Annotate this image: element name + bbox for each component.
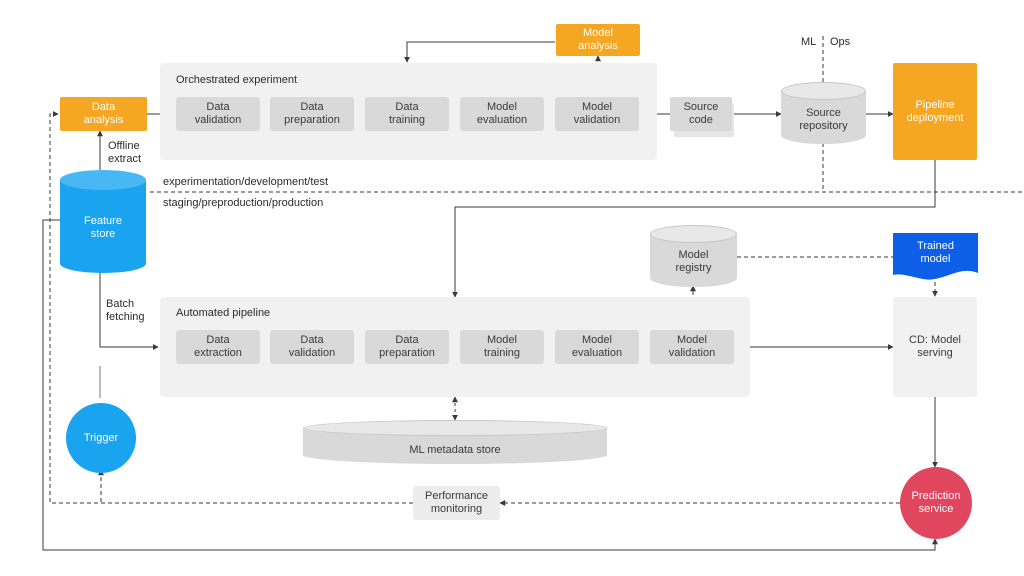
ml-metadata-store-label: ML metadata store bbox=[409, 444, 501, 456]
model-registry-label-2: registry bbox=[675, 262, 712, 274]
automated-pipeline-title: Automated pipeline bbox=[176, 307, 271, 319]
ml-label: ML bbox=[801, 36, 817, 48]
trained-model-document bbox=[893, 233, 978, 280]
ops-label: Ops bbox=[830, 36, 851, 48]
ml-metadata-store-cylinder: ML metadata store bbox=[303, 420, 607, 465]
source-repository-label-2: repository bbox=[799, 120, 848, 132]
orchestrated-experiment-title: Orchestrated experiment bbox=[176, 74, 298, 86]
zone-label-experimentation: experimentation/development/test bbox=[163, 176, 329, 188]
model-registry-label-1: Model bbox=[678, 249, 709, 261]
trigger-node: Trigger bbox=[66, 403, 136, 473]
source-repository-label-1: Source bbox=[806, 107, 841, 119]
feature-store-label-1: Feature bbox=[84, 215, 122, 227]
zone-label-production: staging/preproduction/production bbox=[163, 197, 324, 209]
feature-store-label-2: store bbox=[90, 228, 116, 240]
trigger-label: Trigger bbox=[83, 431, 119, 444]
edge-model-analysis-to-experiment bbox=[404, 41, 555, 63]
